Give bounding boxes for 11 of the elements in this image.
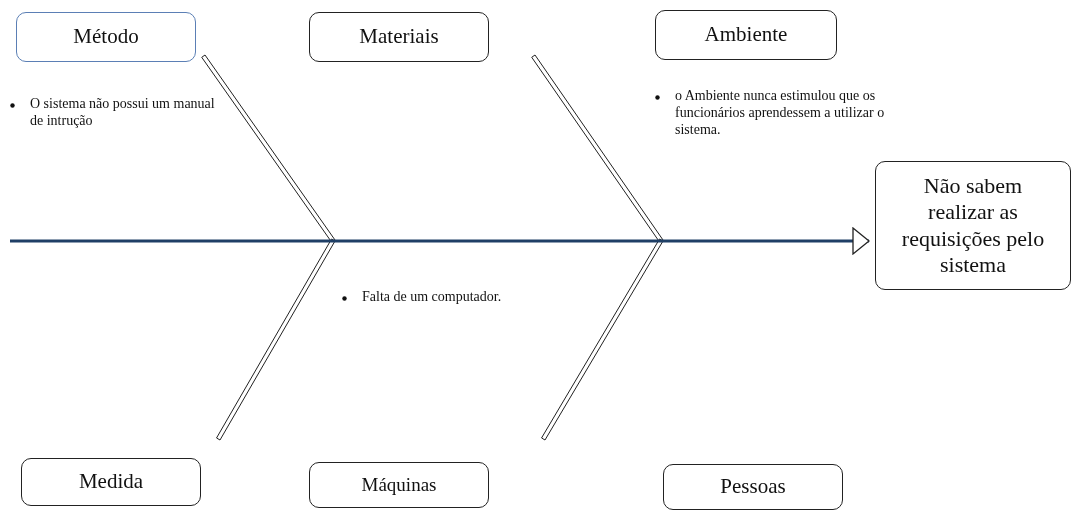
cause-text: o Ambiente nunca estimulou que os funcionários aprendessem a utilizar o sistema. (675, 87, 886, 138)
category-box: Ambiente (655, 10, 837, 60)
category-box: Pessoas (663, 464, 843, 510)
cause-text: Falta de um computador. (362, 288, 502, 305)
effect-box: Não sabem realizar as requisições pelo sistema (875, 161, 1071, 290)
category-box: Medida (21, 458, 201, 506)
category-box: Método (16, 12, 196, 62)
category-box: Máquinas (309, 462, 489, 508)
cause-text: O sistema não possui um manual de intrução (30, 95, 215, 129)
spine-arrow (10, 227, 870, 255)
category-box: Materiais (309, 12, 489, 62)
